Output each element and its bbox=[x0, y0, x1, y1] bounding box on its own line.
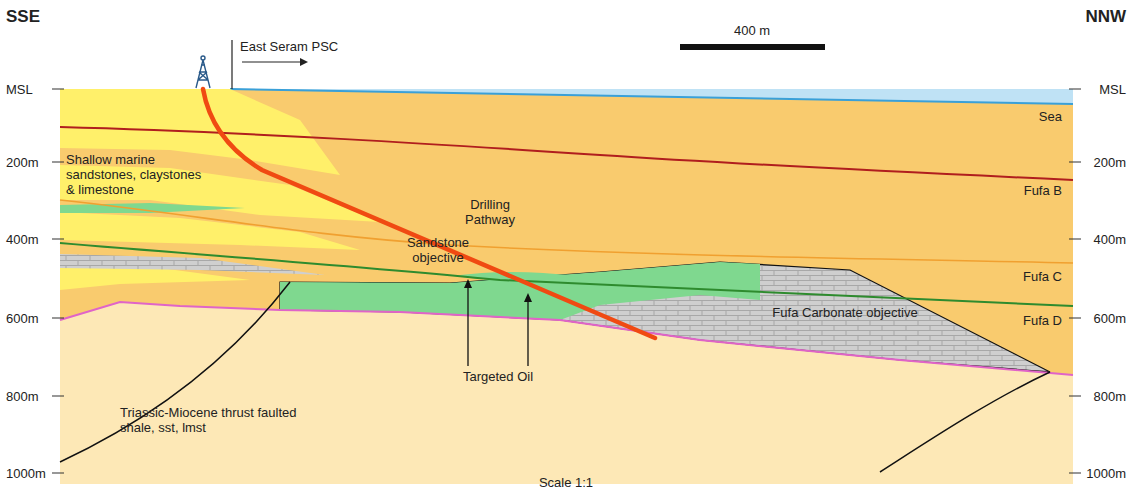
scale-label: 400 m bbox=[734, 23, 770, 38]
seabed-line bbox=[230, 89, 1073, 104]
oil-arrows bbox=[468, 286, 528, 366]
depth-label: MSL bbox=[1099, 82, 1126, 97]
psc-boundary bbox=[231, 40, 232, 89]
fault-line bbox=[60, 282, 290, 462]
rig-symbol bbox=[196, 56, 210, 88]
limestone-wedge bbox=[60, 254, 325, 275]
direction-label: SSE bbox=[6, 9, 40, 24]
horizon-label: Fufa D bbox=[1023, 313, 1062, 328]
horizon-label: Fufa B bbox=[1024, 183, 1062, 198]
psc-arrow bbox=[242, 61, 300, 62]
depth-label: 1000m bbox=[6, 466, 46, 481]
drilling-path bbox=[203, 89, 655, 338]
oil-label: Targeted Oil bbox=[463, 369, 533, 384]
fufa-c-horizon bbox=[60, 200, 1073, 263]
caption-label: Scale 1:1 bbox=[539, 475, 593, 490]
unit-label: Shallow marine sandstones, claystones & … bbox=[66, 152, 206, 197]
depth-label: 1000m bbox=[1086, 466, 1126, 481]
boundary-label: East Seram PSC bbox=[240, 39, 338, 54]
unit-label: Triassic-Miocene thrust faulted shale, s… bbox=[120, 405, 310, 435]
depth-label: 800m bbox=[1093, 389, 1126, 404]
depth-label: 600m bbox=[6, 311, 39, 326]
depth-ticks bbox=[52, 89, 1081, 473]
carbonate-body bbox=[280, 262, 1050, 372]
sediment-fill bbox=[60, 89, 1073, 375]
horizon-label: Fufa C bbox=[1023, 269, 1062, 284]
depth-label: MSL bbox=[6, 82, 33, 97]
basement bbox=[60, 89, 1073, 484]
sea-label: Sea bbox=[1039, 109, 1062, 124]
sea-fill bbox=[230, 89, 1073, 104]
direction-label: NNW bbox=[1085, 9, 1126, 24]
depth-label: 400m bbox=[1093, 232, 1126, 247]
depth-label: 200m bbox=[1093, 155, 1126, 170]
sandstone-wedge bbox=[60, 212, 360, 250]
depth-label: 600m bbox=[1093, 311, 1126, 326]
depth-label: 800m bbox=[6, 389, 39, 404]
objective-label: Fufa Carbonate objective bbox=[772, 305, 917, 320]
path-label: Drilling Pathway bbox=[450, 197, 530, 227]
fufa-b-horizon bbox=[60, 127, 1073, 180]
scale-bar bbox=[680, 44, 825, 50]
objective-label: Sandstone objective bbox=[398, 235, 478, 265]
depth-label: 200m bbox=[6, 155, 39, 170]
oil-arrowheads bbox=[464, 279, 532, 302]
psc-arrowhead bbox=[300, 58, 308, 66]
fault-line bbox=[880, 372, 1050, 472]
fufa-d-horizon bbox=[60, 243, 1073, 306]
depth-label: 400m bbox=[6, 232, 39, 247]
